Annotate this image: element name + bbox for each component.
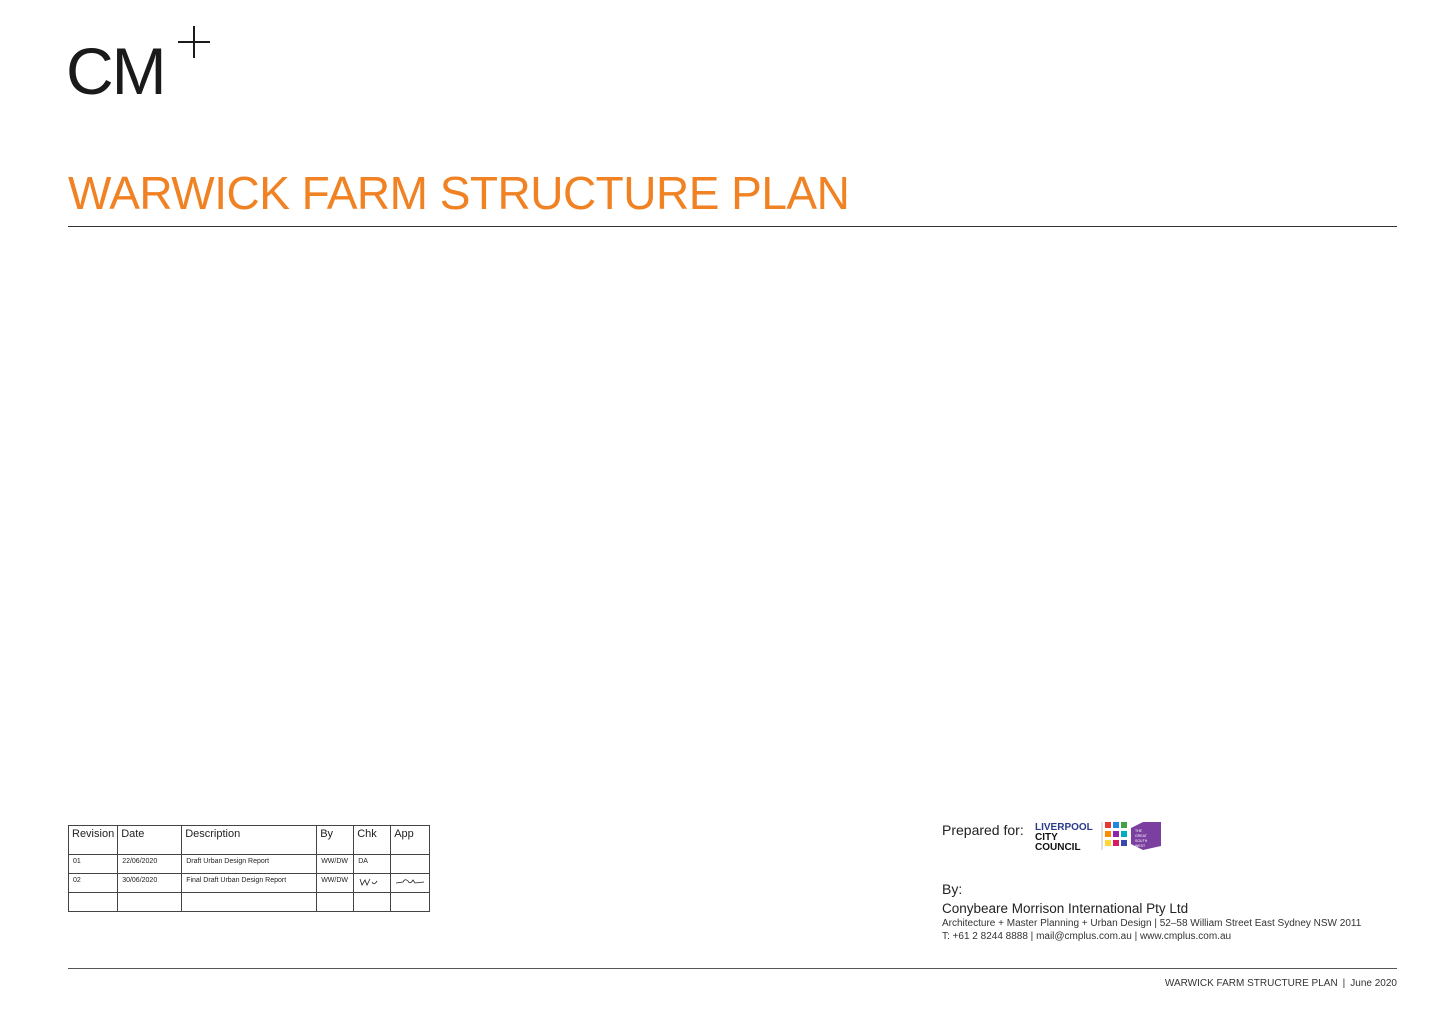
lcc-logo-line2: CITY [1035,832,1058,843]
footer-separator: | [1342,978,1346,989]
header-app: App [390,825,431,855]
liverpool-city-council-logo: LIVERPOOL CITY COUNCIL THE GREAT SOUTH W… [1035,822,1161,852]
header-description: Description [181,825,318,855]
cell-by: WW/DW [316,873,355,893]
company-address: Architecture + Master Planning + Urban D… [942,918,1362,929]
company-name: Conybeare Morrison International Pty Ltd [942,901,1189,916]
footer-divider [68,968,1397,969]
page-footer: WARWICK FARM STRUCTURE PLAN | June 2020 [1165,978,1397,989]
lcc-logo-line3: COUNCIL [1035,842,1081,852]
consultant-block: By: Conybeare Morrison International Pty… [942,881,1361,942]
cell-date: 30/06/2020 [117,873,183,893]
cell-revision: 02 [67,873,119,893]
header-revision: Revision [67,825,119,855]
cell-app [390,854,431,874]
header-by: By [316,825,355,855]
header-chk: Chk [353,825,392,855]
lcc-logo-line1: LIVERPOOL [1035,822,1093,833]
revision-table: Revision Date Description By Chk App 01 … [67,825,431,912]
cell-description: Draft Urban Design Report [181,854,318,874]
table-row [67,892,431,912]
cm-plus-logo: CM [66,26,210,108]
signature-chk-icon [359,878,378,886]
table-row: 02 30/06/2020 Final Draft Urban Design R… [67,873,431,893]
signature-app-icon [396,879,425,884]
table-row: 01 22/06/2020 Draft Urban Design Report … [67,854,431,874]
revision-table-header: Revision Date Description By Chk App [67,825,431,855]
logo-text: CM [66,34,167,108]
company-contact: T: +61 2 8244 8888 | mail@cmplus.com.au … [942,931,1232,942]
cell-chk: DA [353,854,392,874]
cell-app-signature [390,873,431,893]
header-date: Date [117,825,183,855]
svg-text:GREAT: GREAT [1135,834,1148,838]
svg-text:THE: THE [1135,829,1143,833]
svg-text:WEST: WEST [1135,844,1146,848]
prepared-for-label: Prepared for: [942,822,1024,838]
title-divider [68,226,1397,227]
footer-doc-title: WARWICK FARM STRUCTURE PLAN [1164,978,1338,989]
svg-text:SOUTH: SOUTH [1135,839,1148,843]
plus-icon [178,26,210,58]
cell-revision: 01 [67,854,119,874]
cell-by: WW/DW [316,854,355,874]
by-label: By: [942,881,963,897]
cell-date: 22/06/2020 [117,854,183,874]
cell-description: Final Draft Urban Design Report [181,873,318,893]
document-title: WARWICK FARM STRUCTURE PLAN [68,167,850,219]
footer-date: June 2020 [1350,978,1397,989]
cell-chk-signature [353,873,392,893]
